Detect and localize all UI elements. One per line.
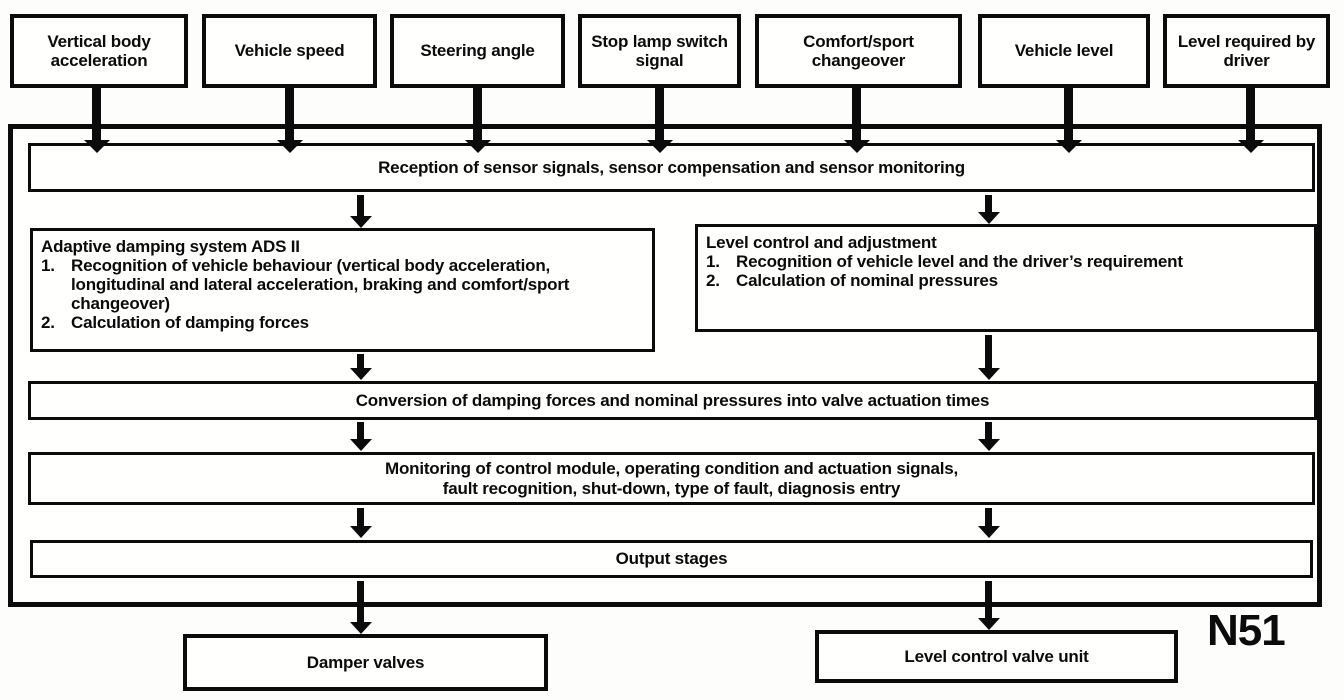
arrow-input-7 — [1246, 88, 1255, 140]
ads-subsystem-box: Adaptive damping system ADS II 1. Recogn… — [30, 228, 655, 352]
ads-title: Adaptive damping system ADS II — [41, 237, 300, 256]
reception-label: Reception of sensor signals, sensor comp… — [378, 157, 965, 177]
input-label: Vehicle level — [1014, 41, 1114, 61]
input-label: Stop lamp switch signal — [591, 31, 728, 70]
ads-item-2-number: 2. — [41, 313, 55, 333]
output-label: Level control valve unit — [904, 646, 1089, 666]
arrow-reception-to-level — [985, 195, 992, 212]
input-box-vehicle-speed: Vehicle speed — [202, 14, 377, 88]
arrow-monitoring-to-output-left — [357, 508, 364, 526]
arrow-input-5 — [852, 88, 861, 140]
arrow-conversion-to-monitoring-right — [985, 422, 992, 439]
level-control-subsystem-box: Level control and adjustment 1. Recognit… — [695, 224, 1317, 332]
arrow-input-2 — [285, 88, 294, 140]
output-box-damper-valves: Damper valves — [183, 634, 548, 691]
ads-item-1-text: Recognition of vehicle behaviour (vertic… — [71, 256, 570, 314]
output-stages-box: Output stages — [30, 540, 1313, 578]
arrow-input-1 — [92, 88, 101, 140]
arrow-ads-to-conversion — [357, 354, 364, 368]
arrow-level-to-conversion — [985, 335, 992, 368]
module-designation-label: N51 — [1207, 606, 1286, 655]
arrow-input-3 — [473, 88, 482, 140]
level-item-2: 2. Calculation of nominal pressures — [706, 271, 1304, 290]
arrow-reception-to-ads — [357, 195, 364, 216]
ads-item-1: 1. Recognition of vehicle behaviour (ver… — [41, 256, 642, 313]
level-item-1-number: 1. — [706, 252, 720, 272]
output-label: Damper valves — [306, 652, 425, 672]
level-item-2-text: Calculation of nominal pressures — [736, 271, 998, 291]
monitoring-stage-box: Monitoring of control module, operating … — [28, 452, 1315, 505]
conversion-label: Conversion of damping forces and nominal… — [355, 390, 990, 410]
arrow-monitoring-to-output-right — [985, 508, 992, 526]
level-title: Level control and adjustment — [706, 233, 937, 252]
arrow-input-4 — [655, 88, 664, 140]
input-box-level-required-by-driver: Level required by driver — [1163, 14, 1330, 88]
arrow-output-to-damper-valves — [357, 581, 364, 622]
arrow-input-6 — [1064, 88, 1073, 140]
output-stages-label: Output stages — [615, 549, 728, 569]
level-item-1-text: Recognition of vehicle level and the dri… — [736, 252, 1183, 272]
level-item-1: 1. Recognition of vehicle level and the … — [706, 252, 1304, 271]
input-label: Comfort/sport changeover — [803, 31, 914, 70]
input-label: Steering angle — [420, 41, 535, 61]
input-label: Vertical body acceleration — [47, 31, 151, 70]
control-module-box — [8, 124, 1322, 607]
arrow-output-to-level-valve-unit — [985, 581, 992, 618]
input-box-stop-lamp-switch-signal: Stop lamp switch signal — [578, 14, 741, 88]
input-box-vertical-body-acceleration: Vertical body acceleration — [10, 14, 188, 88]
level-item-2-number: 2. — [706, 271, 720, 291]
ads-item-1-number: 1. — [41, 256, 55, 276]
conversion-stage-box: Conversion of damping forces and nominal… — [28, 381, 1317, 420]
ads-item-2-text: Calculation of damping forces — [71, 313, 309, 333]
monitoring-line-1: Monitoring of control module, operating … — [384, 459, 959, 479]
input-box-steering-angle: Steering angle — [390, 14, 565, 88]
input-box-comfort-sport-changeover: Comfort/sport changeover — [755, 14, 962, 88]
monitoring-line-2: fault recognition, shut-down, type of fa… — [442, 478, 901, 498]
input-label: Vehicle speed — [234, 41, 345, 61]
input-box-vehicle-level: Vehicle level — [978, 14, 1150, 88]
output-box-level-control-valve-unit: Level control valve unit — [815, 630, 1178, 683]
arrow-conversion-to-monitoring-left — [357, 422, 364, 439]
input-label: Level required by driver — [1177, 31, 1316, 70]
ads-item-2: 2. Calculation of damping forces — [41, 313, 642, 332]
